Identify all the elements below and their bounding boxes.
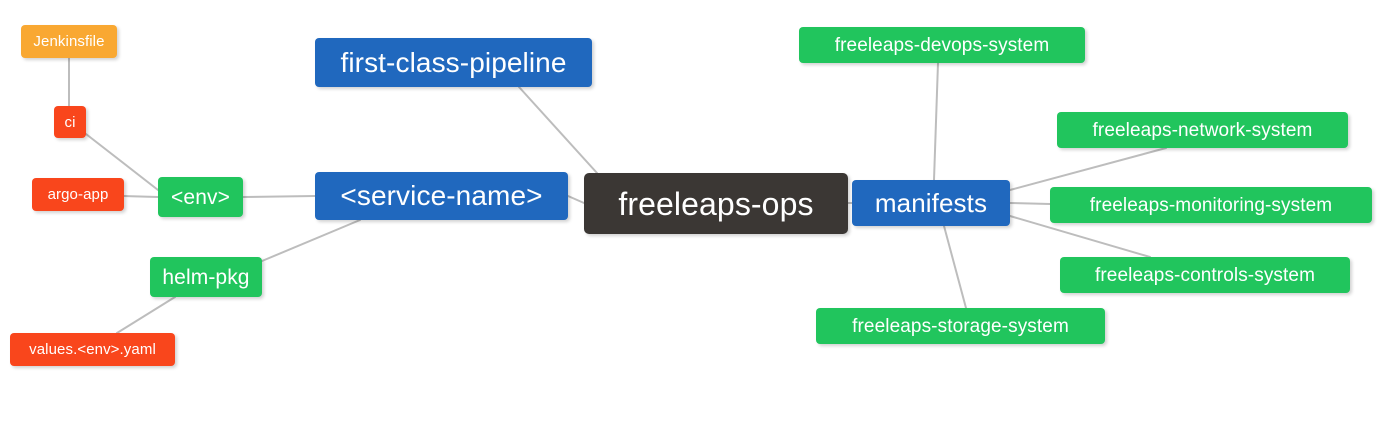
node-label: manifests: [874, 188, 988, 218]
node-network-system[interactable]: freeleaps-network-system: [1057, 112, 1348, 148]
edge-manifests-to-network-system: [1009, 147, 1167, 191]
node-controls-system[interactable]: freeleaps-controls-system: [1060, 257, 1350, 293]
node-argo-app[interactable]: argo-app: [32, 178, 124, 211]
node-env[interactable]: <env>: [158, 177, 243, 217]
edge-helm-pkg-to-values-yaml: [116, 296, 176, 334]
node-freeleaps-ops[interactable]: freeleaps-ops: [584, 173, 848, 234]
edge-env-to-argo-app: [123, 195, 159, 198]
node-label: Jenkinsfile: [33, 33, 105, 50]
edge-manifests-to-monitoring-system: [1009, 202, 1051, 205]
node-jenkinsfile[interactable]: Jenkinsfile: [21, 25, 117, 58]
node-label: first-class-pipeline: [340, 46, 567, 78]
node-values-yaml[interactable]: values.<env>.yaml: [10, 333, 175, 366]
node-devops-system[interactable]: freeleaps-devops-system: [799, 27, 1085, 63]
node-first-class-pipeline[interactable]: first-class-pipeline: [315, 38, 592, 87]
edge-manifests-to-storage-system: [943, 225, 967, 309]
edge-manifests-to-devops-system: [933, 62, 939, 181]
node-label: argo-app: [47, 186, 109, 203]
node-label: freeleaps-storage-system: [852, 315, 1069, 337]
node-label: ci: [64, 113, 76, 131]
node-label: freeleaps-monitoring-system: [1089, 194, 1333, 216]
node-monitoring-system[interactable]: freeleaps-monitoring-system: [1050, 187, 1372, 223]
node-label: values.<env>.yaml: [29, 341, 156, 358]
edge-env-to-ci: [85, 133, 159, 191]
edge-manifests-to-controls-system: [1009, 215, 1151, 258]
node-ci[interactable]: ci: [54, 106, 86, 138]
node-manifests[interactable]: manifests: [852, 180, 1010, 226]
node-label: freeleaps-devops-system: [834, 34, 1050, 56]
node-helm-pkg[interactable]: helm-pkg: [150, 257, 262, 297]
node-label: freeleaps-ops: [618, 185, 814, 222]
node-label: helm-pkg: [162, 265, 250, 289]
node-label: <env>: [171, 185, 230, 209]
edge-freeleaps-ops-to-first-class-pipeline: [518, 86, 598, 174]
edge-service-name-to-env: [242, 195, 316, 198]
node-label: <service-name>: [340, 180, 543, 211]
node-label: freeleaps-controls-system: [1094, 264, 1316, 286]
node-storage-system[interactable]: freeleaps-storage-system: [816, 308, 1105, 344]
node-label: freeleaps-network-system: [1092, 119, 1313, 141]
node-service-name[interactable]: <service-name>: [315, 172, 568, 220]
edge-service-name-to-helm-pkg: [261, 219, 361, 262]
edge-freeleaps-ops-to-service-name: [567, 195, 585, 204]
